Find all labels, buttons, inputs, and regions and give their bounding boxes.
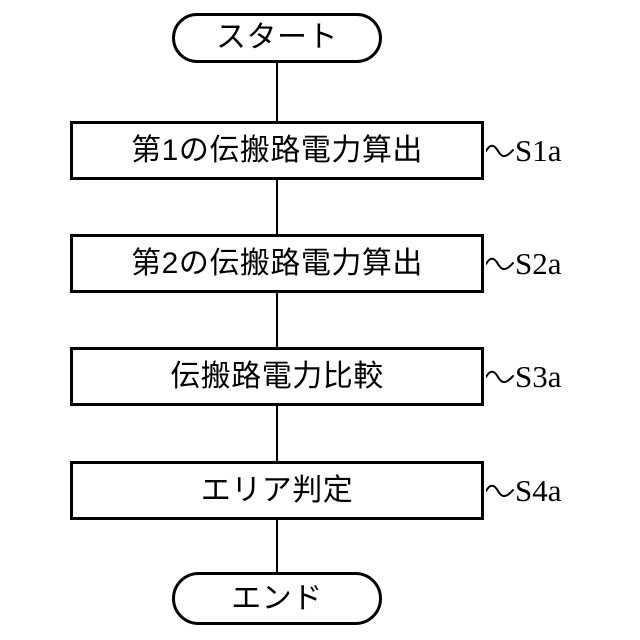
step-label-s4a-text: S4a xyxy=(515,473,562,508)
step-label-s3a-text: S3a xyxy=(515,359,562,394)
flow-node-end: エンド xyxy=(172,572,382,625)
squiggle-connector-icon xyxy=(486,370,514,383)
step-label-s2a-text: S2a xyxy=(515,246,562,281)
connector-s1a-to-s2a xyxy=(276,180,278,235)
connector-s4a-to-end xyxy=(276,520,278,574)
flow-node-s4a: エリア判定 xyxy=(70,461,484,520)
squiggle-connector-icon xyxy=(486,257,514,270)
step-label-s3a: S3a xyxy=(486,347,562,406)
flow-node-start-label: スタート xyxy=(216,21,338,54)
flow-node-s3a: 伝搬路電力比較 xyxy=(70,347,484,406)
step-label-s2a: S2a xyxy=(486,234,562,293)
step-label-s1a-text: S1a xyxy=(515,133,562,168)
flow-node-s2a: 第2の伝搬路電力算出 xyxy=(70,234,484,293)
flow-node-s4a-label: エリア判定 xyxy=(200,473,354,507)
flow-node-s2a-label: 第2の伝搬路電力算出 xyxy=(131,246,423,280)
step-label-s4a: S4a xyxy=(486,461,562,520)
flow-node-s1a-label: 第1の伝搬路電力算出 xyxy=(131,133,423,167)
flow-node-start: スタート xyxy=(172,13,382,63)
connector-start-to-s1a xyxy=(276,62,278,122)
connector-s3a-to-s4a xyxy=(276,406,278,462)
step-label-s1a: S1a xyxy=(486,121,562,180)
flow-node-s1a: 第1の伝搬路電力算出 xyxy=(70,121,484,180)
connector-s2a-to-s3a xyxy=(276,293,278,349)
squiggle-connector-icon xyxy=(486,144,514,157)
flow-node-s3a-label: 伝搬路電力比較 xyxy=(170,359,384,393)
squiggle-connector-icon xyxy=(486,484,514,497)
flow-node-end-label: エンド xyxy=(231,581,323,615)
